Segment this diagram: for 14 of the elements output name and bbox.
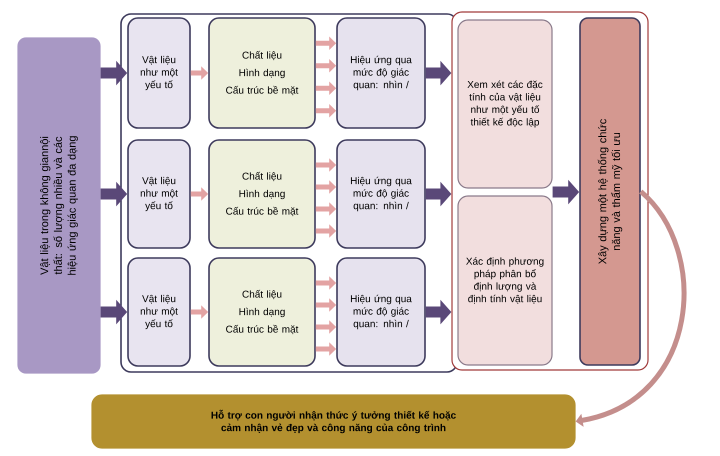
process-box: Hiệu ứng qua mức độ giác quan: nhìn / (336, 17, 426, 129)
process-box: Hỗ trợ con người nhận thức ý tưởng thiết kế hoặc cảm nhận vẻ đẹp và công năng của công trình (91, 394, 576, 449)
process-box: Vật liệu trong không giannội thất: số lượng nhiều và các hiệu ứng giác quan đa dạng (17, 37, 101, 374)
process-box: Vật liệu như một yếu tố (127, 257, 191, 367)
process-box: Vật liệu như một yếu tố (127, 139, 191, 249)
process-box: Xem xét các đặc tính của vật liệu như một yếu tố thiết kế độc lập (457, 19, 553, 189)
process-box: Chất liệu Hình dạng Cấu trúc bề mặt (208, 257, 316, 367)
process-box: Hiệu ứng qua mức độ giác quan: nhìn / (336, 139, 426, 249)
process-box: Chất liệu Hình dạng Cấu trúc bề mặt (208, 139, 316, 249)
process-box: Xây dựng một hệ thống chức năng và thẩm mỹ tối ưu (579, 17, 641, 366)
process-box: Chất liệu Hình dạng Cấu trúc bề mặt (208, 17, 316, 129)
process-box: Xác định phương pháp phân bổ định lượng và định tính vật liệu (457, 195, 553, 366)
process-box: Vật liệu như một yếu tố (127, 17, 191, 129)
process-box: Hiệu ứng qua mức độ giác quan: nhìn / (336, 257, 426, 367)
